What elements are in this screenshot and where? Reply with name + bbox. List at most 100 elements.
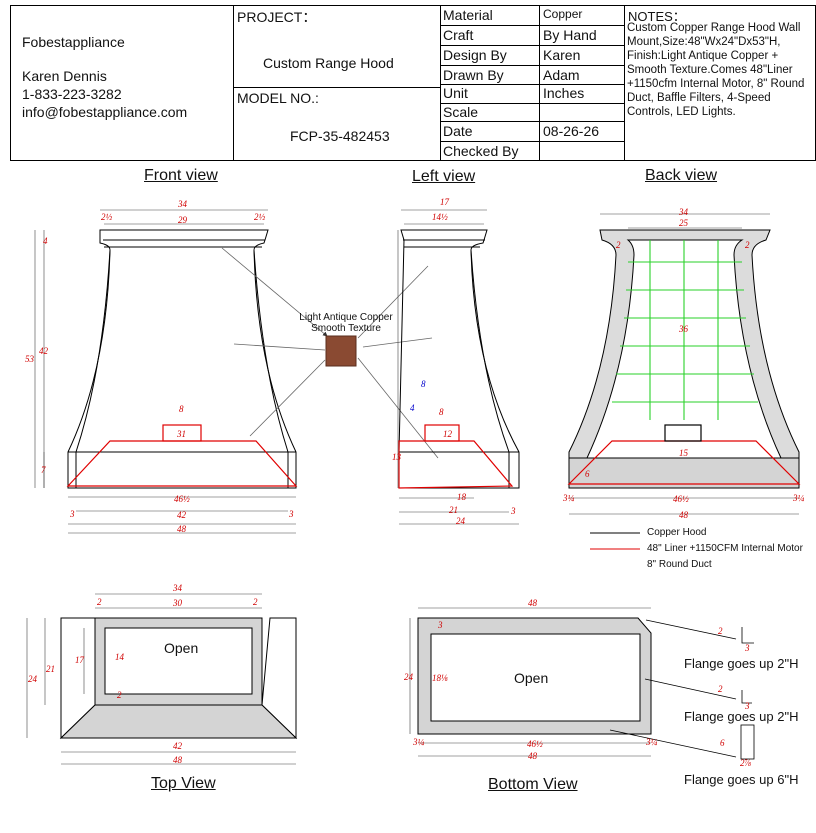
dim-top-2c: 2 (117, 690, 122, 700)
contact-email: info@fobestappliance.com (22, 104, 188, 120)
dim-back-2b: 2 (745, 240, 750, 250)
dim-left-14: 14½ (432, 212, 448, 222)
dim-left-21: 21 (449, 505, 458, 515)
notes-text: Custom Copper Range Hood Wall Mount,Size… (627, 22, 805, 118)
spec-value-design: Karen (543, 47, 581, 63)
top-view-open-label: Open (164, 640, 199, 656)
dim-front-8: 8 (179, 404, 184, 414)
dim-back-6: 6 (585, 469, 590, 479)
dim-top-2b: 2 (253, 597, 258, 607)
dim-bottom-24: 24 (404, 672, 413, 682)
dim-top-14: 14 (115, 652, 124, 662)
spec-label-scale: Scale (443, 104, 479, 120)
spec-label-checked: Checked By (443, 143, 519, 159)
dim-left-17: 17 (440, 197, 449, 207)
legend-copper-hood: Copper Hood (647, 527, 707, 538)
dim-left-8b: 8 (421, 379, 426, 389)
spec-label-material: Material (443, 7, 493, 23)
front-view-liner (66, 424, 298, 487)
model-label: MODEL NO.: (237, 90, 319, 106)
spec-value-material: Copper (543, 7, 583, 21)
dim-top-2a: 2 (97, 597, 102, 607)
dim-left-12: 12 (443, 429, 452, 439)
dim-front-3b: 3 (289, 509, 294, 519)
dim-front-31: 31 (177, 429, 186, 439)
spec-label-date: Date (443, 123, 473, 139)
title-block-grid (10, 5, 816, 161)
contact-phone: 1-833-223-3282 (22, 86, 122, 102)
model-value: FCP-35-482453 (290, 128, 390, 144)
dim-back-25: 25 (679, 218, 688, 228)
dim-front-48: 48 (177, 524, 186, 534)
left-view-title: Left view (412, 168, 476, 185)
back-view-filters (612, 240, 758, 420)
spec-value-craft: By Hand (543, 27, 597, 43)
dim-front-46: 46½ (174, 494, 190, 504)
dim-front-2b: 2½ (254, 212, 266, 222)
dim-front-34: 34 (178, 199, 187, 209)
dim-top-48: 48 (173, 755, 182, 765)
bottom-view-open-label: Open (514, 670, 549, 686)
spec-label-drawn: Drawn By (443, 67, 504, 83)
front-view-title: Front view (144, 167, 218, 184)
dim-flange-3b: 3 (745, 701, 750, 711)
dim-front-4: 4 (43, 236, 48, 246)
dim-top-34: 34 (173, 583, 182, 593)
dim-back-36: 36 (679, 324, 688, 334)
dim-front-29: 29 (178, 215, 187, 225)
project-value: Custom Range Hood (263, 55, 394, 71)
spec-value-date: 08-26-26 (543, 123, 600, 139)
flange-label-1: Flange goes up 2"H (684, 656, 799, 671)
spec-label-design: Design By (443, 47, 507, 63)
dim-bottom-3a: 3¼ (413, 737, 425, 747)
dim-left-8: 8 (439, 407, 444, 417)
back-view-liner (567, 424, 801, 485)
dim-back-2a: 2 (616, 240, 621, 250)
bottom-view-drawing (417, 617, 652, 735)
project-label: PROJECT： (237, 9, 317, 25)
dim-top-21: 21 (46, 664, 55, 674)
spec-value-drawn: Adam (543, 67, 580, 83)
legend-round-duct: 8" Round Duct (647, 559, 712, 570)
dim-back-15: 15 (679, 448, 688, 458)
spec-label-craft: Craft (443, 27, 474, 43)
finish-swatch (325, 335, 357, 367)
company-name: Fobestappliance (22, 34, 125, 50)
dim-bottom-48: 48 (528, 598, 537, 608)
dim-top-30: 30 (173, 598, 182, 608)
dim-left-3: 3 (511, 506, 516, 516)
flange-details (609, 619, 755, 760)
front-view-drawing (67, 229, 297, 489)
flange-label-3: Flange goes up 6"H (684, 772, 799, 787)
dim-flange-2a: 2 (718, 626, 723, 636)
dim-front-42: 42 (177, 510, 186, 520)
spec-value-unit: Inches (543, 85, 585, 101)
left-view-drawing (398, 229, 520, 489)
dim-front-3a: 3 (70, 509, 75, 519)
title-block: Fobestappliance Karen Dennis 1-833-223-3… (0, 0, 816, 162)
back-view-title: Back view (645, 167, 718, 184)
dim-top-42: 42 (173, 741, 182, 751)
dim-back-48: 48 (679, 510, 688, 520)
dim-back-34: 34 (679, 207, 688, 217)
legend-liner: 48" Liner +1150CFM Internal Motor (647, 543, 803, 554)
contact-name: Karen Dennis (22, 68, 107, 84)
dim-left-18: 18 (457, 492, 466, 502)
bottom-view-title: Bottom View (488, 776, 578, 793)
dim-flange-6: 6 (720, 738, 725, 748)
dim-left-4: 4 (410, 403, 415, 413)
dim-front-42v: 42 (39, 346, 48, 356)
notes-title: NOTES： (628, 9, 686, 24)
dim-bottom-48b: 48 (528, 751, 537, 761)
flange-label-2: Flange goes up 2"H (684, 709, 799, 724)
dim-bottom-3b: 3¼ (646, 737, 658, 747)
dim-front-53: 53 (25, 354, 34, 364)
dim-back-3a: 3¼ (563, 493, 575, 503)
swatch-label: Light Antique Copper Smooth Texture (299, 312, 393, 334)
dim-bottom-18: 18⅛ (432, 673, 448, 683)
dim-bottom-46: 46½ (527, 739, 543, 749)
dim-flange-3a: 3 (745, 643, 750, 653)
dim-bottom-3: 3 (438, 620, 443, 630)
dim-top-24: 24 (28, 674, 37, 684)
